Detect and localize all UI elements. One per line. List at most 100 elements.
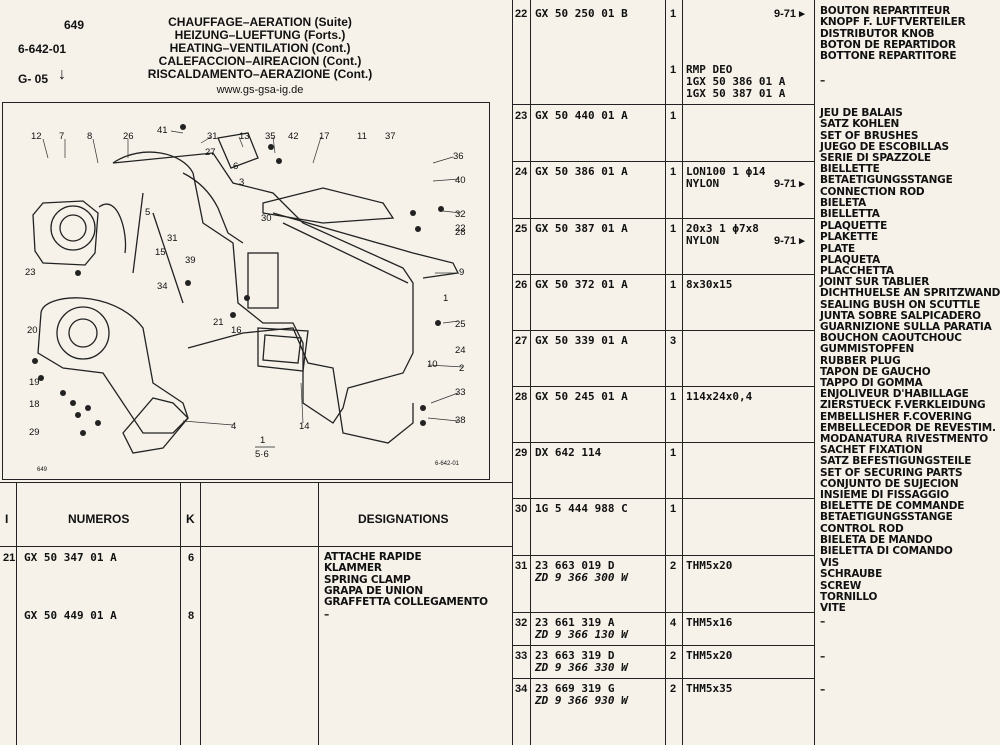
row34-index: 34 — [515, 683, 528, 695]
callout-21: 21 — [213, 317, 224, 328]
callout-32: 32 — [455, 209, 466, 220]
callout-39: 39 — [185, 255, 196, 266]
website-link[interactable]: www.gs-gsa-ig.de — [216, 84, 304, 96]
row32-spec: THM5x16 — [686, 616, 733, 629]
callout-11: 11 — [357, 131, 367, 142]
row22-part: GX 50 250 01 B — [535, 7, 628, 20]
callout-14: 14 — [299, 421, 310, 432]
row29-index: 29 — [515, 447, 528, 459]
row32-desc: – — [820, 616, 826, 628]
callout-35: 35 — [265, 131, 276, 142]
row33-qty: 2 — [670, 650, 677, 662]
callout-labels: 12 7 8 26 41 31 13 35 42 17 11 37 36 27 … — [25, 125, 466, 473]
row22-ref[interactable]: 9-71 ▸ — [774, 8, 805, 20]
callout-25: 25 — [455, 319, 466, 330]
row25-qty: 1 — [670, 223, 677, 235]
row31-qty: 2 — [670, 560, 677, 572]
left-row1-index: 21 — [3, 552, 16, 564]
row26-index: 26 — [515, 279, 528, 291]
title-en: HEATING–VENTILATION (Cont.) — [169, 41, 351, 55]
row22-qty: 1 — [670, 8, 677, 20]
callout-9: 9 — [459, 267, 464, 278]
callout-3: 3 — [239, 177, 244, 188]
callout-1: 1 — [443, 293, 448, 304]
row30-part: 1G 5 444 988 C — [535, 502, 628, 515]
title-es: CALEFACCION–AIREACION (Cont.) — [158, 54, 362, 68]
row23-part: GX 50 440 01 A — [535, 109, 628, 122]
row22-index: 22 — [515, 8, 528, 20]
callout-5: 5 — [145, 207, 150, 218]
row33-spec: THM5x20 — [686, 649, 733, 662]
plate-number: 649 — [37, 467, 48, 473]
callout-4: 4 — [231, 421, 236, 432]
callout-19: 19 — [29, 377, 40, 388]
callout-37: 37 — [385, 131, 396, 142]
callout-34: 34 — [157, 281, 168, 292]
exploded-diagram: 12 7 8 26 41 31 13 35 42 17 11 37 36 27 … — [2, 102, 490, 480]
callout-20: 20 — [27, 325, 38, 336]
callout-28: 28 — [455, 227, 466, 238]
row26-spec: 8x30x15 — [686, 278, 733, 291]
row34-qty: 2 — [670, 683, 677, 695]
group-code: G- 05 — [18, 72, 49, 86]
callout-10: 10 — [427, 359, 438, 370]
row27-index: 27 — [515, 335, 528, 347]
row31-index: 31 — [515, 560, 528, 572]
callout-12: 12 — [31, 131, 42, 142]
title-fr: CHAUFFAGE–AERATION (Suite) — [168, 15, 352, 29]
callout-18: 18 — [29, 399, 40, 410]
title-de: HEIZUNG–LUEFTUNG (Forts.) — [174, 28, 346, 42]
row28-index: 28 — [515, 391, 528, 403]
scale-bottom: 5·6 — [255, 449, 269, 460]
left-row2-desc: – — [324, 609, 330, 621]
row27-qty: 3 — [670, 335, 677, 347]
row22b-qty: 1 — [670, 64, 677, 76]
row24-index: 24 — [515, 166, 528, 178]
callout-23: 23 — [25, 267, 36, 278]
callout-42: 42 — [288, 131, 299, 142]
row29-part: DX 642 114 — [535, 446, 602, 459]
callout-6: 6 — [233, 161, 238, 172]
row28-qty: 1 — [670, 391, 677, 403]
left-row2-qty: 8 — [188, 610, 195, 622]
row33-index: 33 — [515, 650, 528, 662]
callout-40: 40 — [455, 175, 466, 186]
row25-ref[interactable]: 9-71 ▸ — [774, 235, 805, 247]
col-header-index: I — [5, 512, 9, 526]
callout-2: 2 — [459, 363, 464, 374]
row28-part: GX 50 245 01 A — [535, 390, 628, 403]
row24-ref[interactable]: 9-71 ▸ — [774, 178, 805, 190]
callout-29: 29 — [29, 427, 40, 438]
heater-body — [112, 151, 414, 424]
callout-30: 30 — [261, 213, 272, 224]
row32-index: 32 — [515, 617, 528, 629]
diagram-drawing: 12 7 8 26 41 31 13 35 42 17 11 37 36 27 … — [25, 124, 466, 473]
section-code: 6-642-01 — [18, 42, 67, 56]
row34-spec: THM5x35 — [686, 682, 733, 695]
callout-33: 33 — [455, 387, 466, 398]
col-header-designations: DESIGNATIONS — [358, 512, 449, 526]
callout-22: 22 — [455, 223, 466, 234]
callout-7: 7 — [59, 131, 64, 142]
callout-15: 15 — [155, 247, 166, 258]
row29-qty: 1 — [670, 447, 677, 459]
callout-26: 26 — [123, 131, 134, 142]
row25-part: GX 50 387 01 A — [535, 222, 628, 235]
page-number: 649 — [64, 18, 85, 32]
row31-spec: THM5x20 — [686, 559, 733, 572]
row32-qty: 4 — [670, 617, 677, 629]
left-row1-qty: 6 — [188, 552, 195, 564]
down-arrow-icon: ↓ — [58, 66, 66, 83]
callout-13: 13 — [239, 131, 250, 142]
callout-31: 31 — [207, 131, 218, 142]
row24-qty: 1 — [670, 166, 677, 178]
left-row1-desc: ATTACHE RAPIDE KLAMMER SPRING CLAMP GRAP… — [324, 551, 488, 609]
